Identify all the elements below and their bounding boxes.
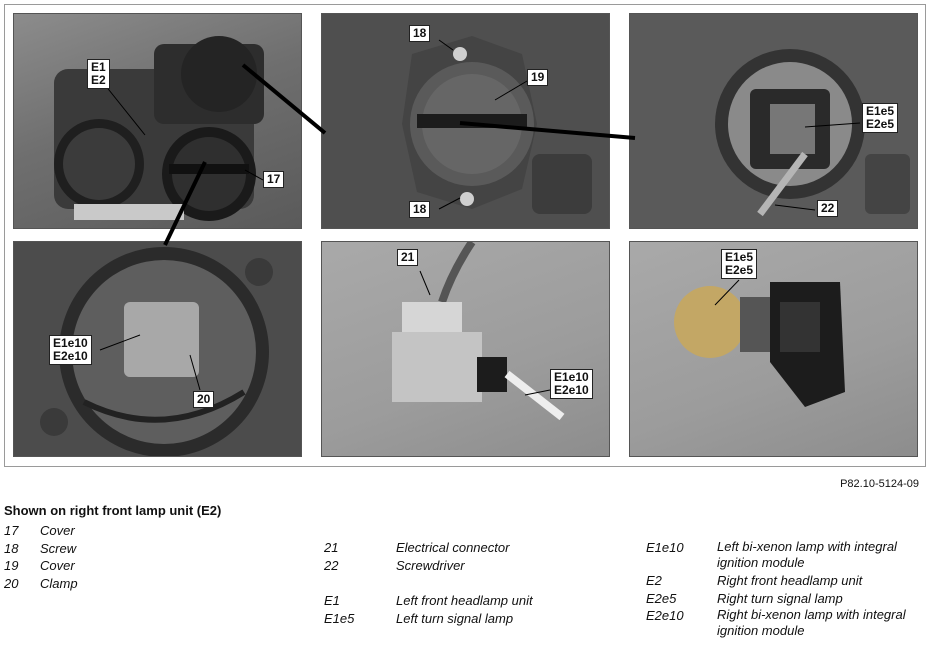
legend-key: 21 <box>324 540 339 555</box>
callout-20: 20 <box>193 391 215 408</box>
legend-desc: Clamp <box>40 575 78 591</box>
legend-column-2a: 21 Electrical connector 22 Screwdriver <box>324 539 509 574</box>
technical-illustration: E1 E2 17 18 19 18 E1e5 E2e5 22 E1e10 E2e… <box>4 4 926 467</box>
figure-id: P82.10-5124-09 <box>840 478 919 490</box>
legend-desc: Left turn signal lamp <box>396 610 514 626</box>
turn-signal-drawing <box>630 14 917 228</box>
panel-turn-signal-bulb <box>629 241 918 457</box>
legend-desc: Screwdriver <box>396 557 465 573</box>
legend-desc: Right front headlamp unit <box>717 573 863 588</box>
legend-desc: Left bi-xenon lamp with integral ignitio… <box>717 539 897 570</box>
legend-desc: Cover <box>40 523 75 538</box>
legend-key: E1e10 <box>646 540 684 555</box>
legend-column-1: 17 Cover 18 Screw 19 Cover 20 Clamp <box>4 522 78 592</box>
legend-item: E2e5 Right turn signal lamp <box>646 590 924 608</box>
legend-desc: Cover <box>40 558 75 573</box>
legend-item: E1 Left front headlamp unit <box>324 592 533 610</box>
callout-e1e10-e2e10-mid: E1e10 E2e10 <box>550 369 593 399</box>
panel-bixenon-connector <box>321 241 610 457</box>
legend-item: 21 Electrical connector <box>324 539 509 557</box>
legend-key: E2e5 <box>646 590 677 606</box>
callout-e1e5-e2e5-right: E1e5 E2e5 <box>721 249 758 279</box>
legend-key: E1e5 <box>324 610 355 626</box>
legend-key: E2 <box>646 573 662 588</box>
callout-18-bottom: 18 <box>409 201 431 218</box>
legend-desc: Left front headlamp unit <box>396 593 533 608</box>
caption-title: Shown on right front lamp unit (E2) <box>4 503 222 518</box>
legend-item: E2 Right front headlamp unit <box>646 572 924 590</box>
legend-desc: Electrical connector <box>396 540 510 555</box>
legend-key: 22 <box>324 557 339 573</box>
legend-item: 19 Cover <box>4 557 78 575</box>
legend-key: E1 <box>324 593 340 608</box>
callout-21: 21 <box>397 249 419 266</box>
turn-signal-bulb-drawing <box>674 282 845 407</box>
callout-e1e5-e2e5-top: E1e5 E2e5 <box>862 103 899 133</box>
legend-key: 20 <box>4 575 19 591</box>
legend-item: 17 Cover <box>4 522 78 540</box>
legend-column-2b: E1 Left front headlamp unit E1e5 Left tu… <box>324 592 533 627</box>
legend-item: 22 Screwdriver <box>324 557 509 575</box>
legend-key: 17 <box>4 523 19 538</box>
legend-key: E2e10 <box>646 608 684 623</box>
callout-22: 22 <box>817 200 839 217</box>
legend-item: E2e10 Right bi-xenon lamp with integral … <box>646 607 924 639</box>
callout-17: 17 <box>263 171 285 188</box>
callout-19: 19 <box>527 69 549 86</box>
legend-key: 18 <box>4 540 19 556</box>
legend-key: 19 <box>4 558 19 573</box>
legend-desc: Right bi-xenon lamp with integral igniti… <box>717 607 906 638</box>
legend-desc: Right turn signal lamp <box>717 590 843 606</box>
legend-item: E1e10 Left bi-xenon lamp with integral i… <box>646 539 924 571</box>
legend-item: 18 Screw <box>4 540 78 558</box>
legend-item: 20 Clamp <box>4 575 78 593</box>
legend-desc: Screw <box>40 540 77 556</box>
legend-item: E1e5 Left turn signal lamp <box>324 610 533 628</box>
panel-headlamp-unit <box>13 13 302 229</box>
bixenon-lamp-drawing <box>392 242 565 421</box>
leader-lines <box>99 39 861 396</box>
callout-e1e10-e2e10-left: E1e10 E2e10 <box>49 335 92 365</box>
legend-column-3: E1e10 Left bi-xenon lamp with integral i… <box>646 539 924 639</box>
headlamp-unit-drawing <box>54 36 264 221</box>
callout-18-top: 18 <box>409 25 431 42</box>
callout-e1-e2: E1 E2 <box>87 59 110 89</box>
